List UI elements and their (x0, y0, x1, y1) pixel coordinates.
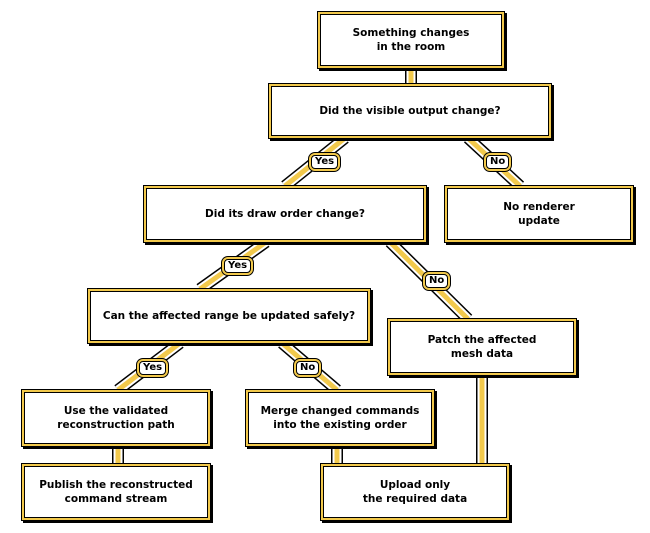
node-publish-command-stream: Publish the reconstructed command stream (22, 464, 210, 520)
node-range-updated-safely: Can the affected range be updated safely… (88, 289, 370, 343)
edge-label-no: No (486, 155, 510, 169)
node-merge-changed-commands: Merge changed commands into the existing… (246, 390, 434, 446)
edge-label-no: No (296, 361, 320, 375)
edge-label-yes: Yes (311, 155, 339, 169)
edge-label-yes: Yes (224, 259, 252, 273)
edge-label-yes: Yes (139, 361, 167, 375)
node-patch-mesh-data: Patch the affected mesh data (388, 319, 576, 375)
node-draw-order-change: Did its draw order change? (144, 186, 426, 242)
node-validated-reconstruction: Use the validated reconstruction path (22, 390, 210, 446)
edge-label-no: No (425, 274, 449, 288)
node-upload-required-data: Upload only the required data (321, 464, 509, 520)
node-no-renderer-update: No renderer update (445, 186, 633, 242)
node-visible-output-change: Did the visible output change? (269, 84, 551, 138)
node-something-changes: Something changes in the room (318, 12, 504, 68)
